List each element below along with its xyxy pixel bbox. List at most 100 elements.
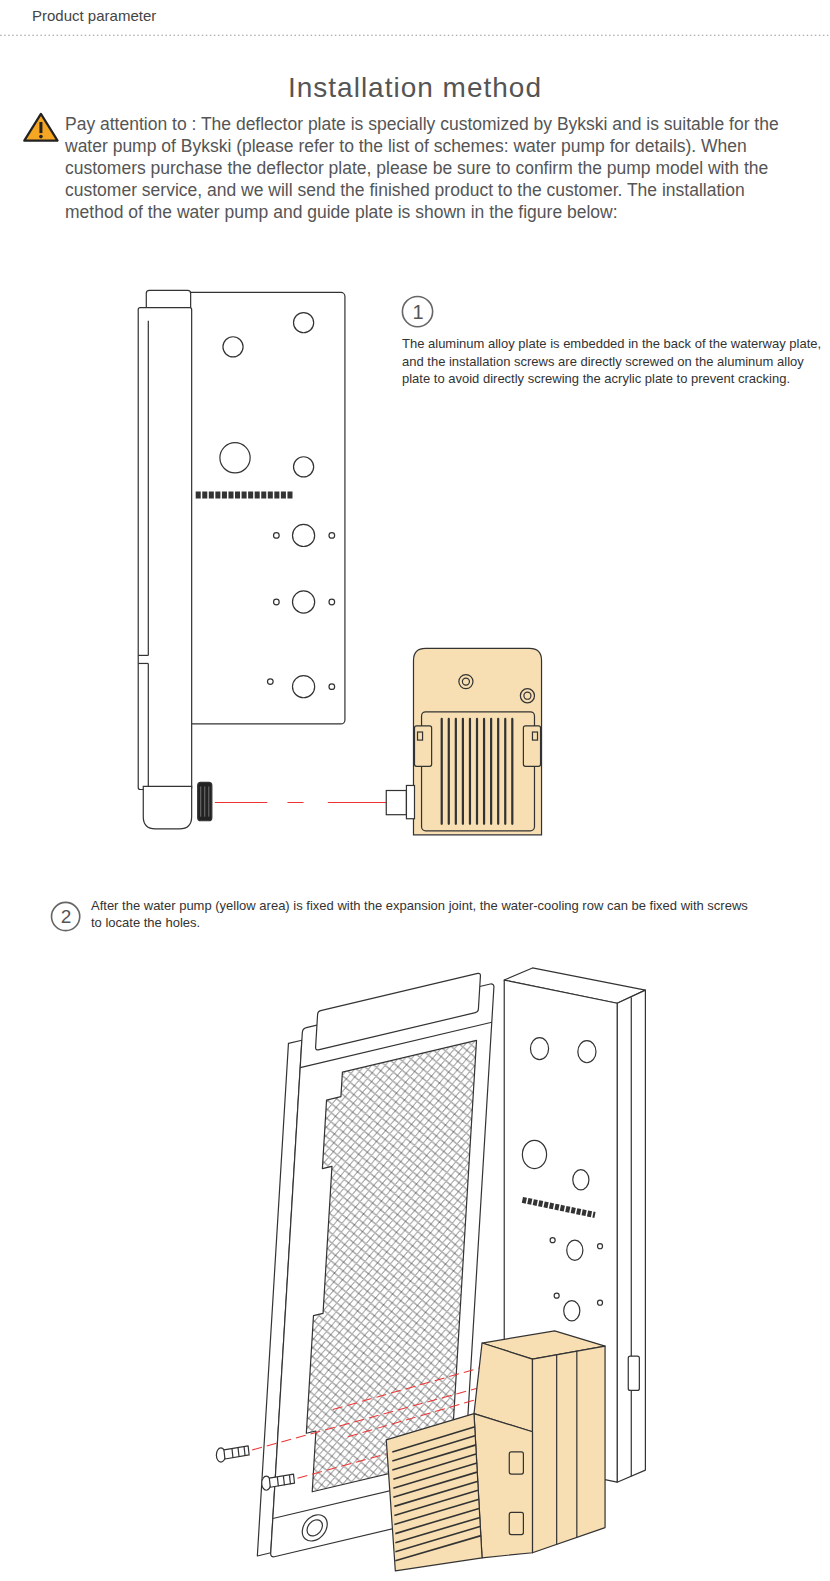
side-view — [448, 719, 450, 824]
step-description: The aluminum alloy plate is embedded in … — [402, 335, 824, 388]
side-view — [523, 726, 540, 766]
perspective-view — [628, 1356, 639, 1390]
header-rule — [0, 35, 830, 36]
page-title: Installation method — [0, 70, 830, 106]
side-view — [143, 786, 191, 828]
header-rule — [0, 35, 830, 36]
side-view — [490, 719, 492, 824]
water-pump — [532, 1346, 605, 1553]
screw — [269, 1474, 294, 1487]
side-view — [292, 524, 314, 546]
perspective-view — [567, 1240, 583, 1260]
side-view — [204, 786, 205, 816]
side-view — [329, 599, 335, 605]
perspective-view — [554, 1293, 559, 1298]
side-view — [208, 786, 209, 816]
screw — [224, 1446, 249, 1459]
screw — [238, 1448, 239, 1457]
screw — [216, 1446, 294, 1490]
side-view — [329, 684, 335, 690]
side-view — [138, 663, 148, 664]
perspective-view — [598, 1300, 603, 1305]
perspective-view — [307, 1518, 323, 1537]
warning-note: Pay attention to : The deflector plate i… — [65, 113, 805, 223]
screw — [283, 1476, 284, 1485]
water-pump — [509, 1452, 523, 1474]
side-view — [532, 732, 537, 740]
side-view — [469, 719, 471, 824]
side-view — [138, 308, 191, 790]
step-description: After the water pump (yellow area) is fi… — [91, 897, 751, 931]
side-view — [267, 679, 273, 685]
side-view — [462, 719, 464, 824]
perspective-view — [631, 997, 632, 1476]
perspective-view — [550, 1238, 555, 1243]
side-view — [418, 732, 423, 740]
side-view — [292, 591, 314, 613]
side-view — [274, 533, 280, 539]
side-view — [476, 719, 478, 824]
water-pump — [556, 1354, 557, 1545]
side-view — [138, 655, 148, 656]
perspective-view — [216, 968, 645, 1571]
perspective-view — [522, 1140, 546, 1168]
screw — [232, 1449, 233, 1458]
side-view — [274, 599, 280, 605]
side-view — [520, 689, 534, 703]
side-view — [406, 785, 414, 818]
side-view — [483, 719, 485, 824]
perspective-view — [617, 990, 645, 1482]
perspective-view — [578, 1041, 596, 1063]
perspective-view — [598, 1244, 603, 1249]
water-pump — [386, 1414, 482, 1571]
water-pump — [386, 1331, 605, 1571]
side-view — [413, 648, 541, 835]
side-view — [294, 457, 314, 477]
callout-number: 2 — [51, 902, 81, 932]
water-pump — [474, 1414, 532, 1558]
side-view — [196, 492, 293, 499]
side-view — [148, 321, 149, 656]
warning-icon — [39, 135, 43, 139]
side-view — [215, 802, 386, 803]
side-view — [455, 719, 457, 824]
water-pump — [392, 1427, 481, 1561]
side-view — [329, 533, 335, 539]
screw — [244, 1447, 245, 1456]
side-view — [292, 676, 314, 698]
perspective-view — [315, 973, 480, 1051]
side-view — [414, 726, 431, 766]
screw — [277, 1477, 278, 1486]
alignment-line — [333, 1363, 496, 1409]
side-view — [294, 313, 314, 333]
side-view — [422, 712, 535, 831]
warning-icon — [24, 114, 57, 141]
perspective-view — [522, 1200, 595, 1215]
side-view — [200, 786, 201, 816]
side-view — [386, 791, 406, 815]
side-view — [462, 678, 469, 685]
water-pump — [576, 1351, 577, 1538]
side-view — [187, 292, 345, 724]
section-header: Product parameter — [32, 6, 332, 26]
side-view — [511, 719, 513, 824]
side-view — [442, 719, 513, 824]
side-view — [441, 719, 443, 824]
side-view — [148, 663, 149, 786]
callout-circle — [402, 296, 432, 326]
callout-number: 1 — [403, 297, 433, 327]
water-pump — [395, 1536, 481, 1561]
warning-icon — [39, 122, 42, 133]
warning-icon — [24, 114, 57, 141]
perspective-view — [302, 1512, 328, 1543]
side-view — [220, 443, 250, 473]
side-view — [524, 692, 531, 699]
screw — [289, 1475, 290, 1484]
perspective-view — [573, 1170, 589, 1190]
side-view — [459, 675, 473, 689]
perspective-view — [564, 1301, 580, 1321]
side-view — [223, 337, 243, 357]
side-view — [198, 782, 212, 820]
